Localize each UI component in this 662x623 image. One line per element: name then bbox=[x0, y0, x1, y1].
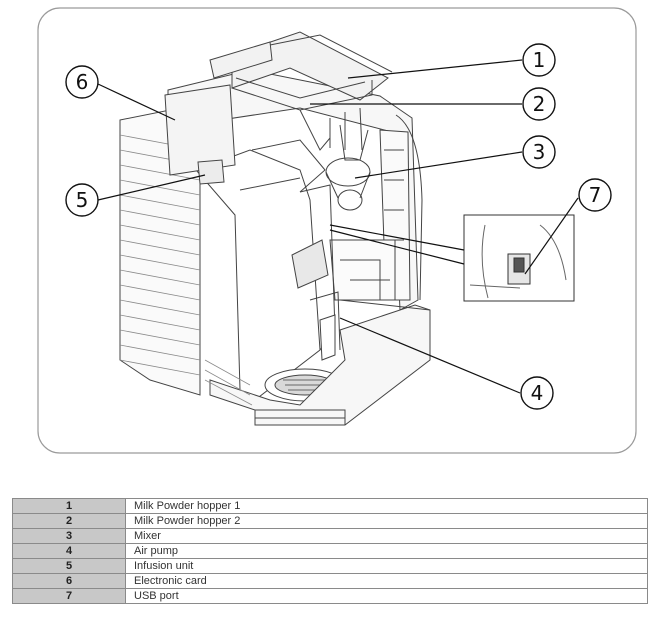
part-number: 6 bbox=[12, 573, 126, 589]
callout-4: 4 bbox=[520, 376, 554, 410]
leader-lines bbox=[97, 59, 579, 394]
svg-text:6: 6 bbox=[76, 70, 89, 94]
part-name: Air pump bbox=[125, 543, 648, 559]
callout-1: 1 bbox=[522, 43, 556, 77]
svg-text:2: 2 bbox=[533, 92, 546, 116]
callout-5: 5 bbox=[65, 183, 99, 217]
table-row: 6 Electronic card bbox=[12, 573, 648, 589]
table-row: 5 Infusion unit bbox=[12, 558, 648, 574]
part-number: 1 bbox=[12, 498, 126, 514]
part-name: USB port bbox=[125, 588, 648, 604]
table-row: 1 Milk Powder hopper 1 bbox=[12, 498, 648, 514]
part-number: 2 bbox=[12, 513, 126, 529]
svg-text:3: 3 bbox=[533, 140, 546, 164]
part-name: Mixer bbox=[125, 528, 648, 544]
table-row: 7 USB port bbox=[12, 588, 648, 604]
table-row: 4 Air pump bbox=[12, 543, 648, 559]
part-name: Infusion unit bbox=[125, 558, 648, 574]
callout-2: 2 bbox=[522, 87, 556, 121]
machine-illustration bbox=[119, 31, 431, 426]
part-number: 3 bbox=[12, 528, 126, 544]
part-name: Milk Powder hopper 2 bbox=[125, 513, 648, 529]
callout-3: 3 bbox=[522, 135, 556, 169]
part-name: Electronic card bbox=[125, 573, 648, 589]
part-number: 7 bbox=[12, 588, 126, 604]
part-number: 5 bbox=[12, 558, 126, 574]
table-row: 3 Mixer bbox=[12, 528, 648, 544]
parts-legend-table: 1 Milk Powder hopper 1 2 Milk Powder hop… bbox=[12, 498, 648, 604]
svg-text:5: 5 bbox=[76, 188, 89, 212]
machine-diagram: 1 2 3 4 5 6 7 bbox=[37, 7, 637, 454]
table-row: 2 Milk Powder hopper 2 bbox=[12, 513, 648, 529]
svg-text:4: 4 bbox=[531, 381, 544, 405]
part-name: Milk Powder hopper 1 bbox=[125, 498, 648, 514]
callout-6: 6 bbox=[65, 65, 99, 99]
svg-text:7: 7 bbox=[589, 183, 602, 207]
callout-7: 7 bbox=[578, 178, 612, 212]
part-number: 4 bbox=[12, 543, 126, 559]
svg-text:1: 1 bbox=[533, 48, 546, 72]
